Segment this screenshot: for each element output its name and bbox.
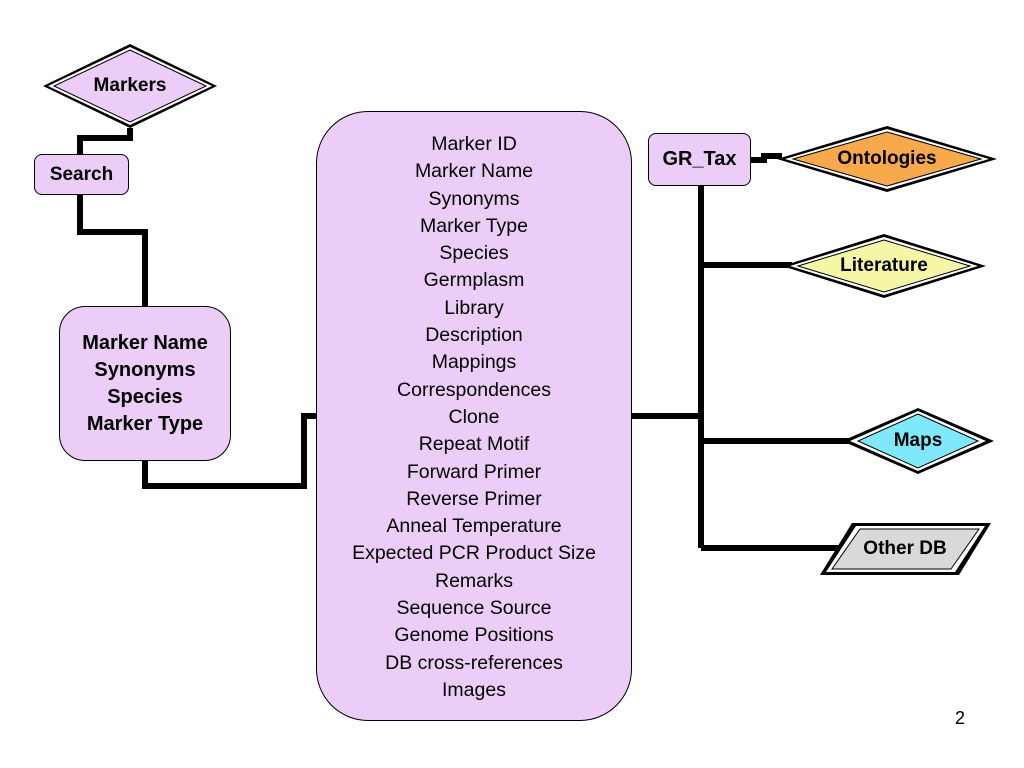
attribute-item: Remarks: [434, 569, 513, 592]
attribute-item: Synonyms: [428, 187, 520, 210]
search-field-item: Synonyms: [94, 358, 196, 381]
literature-shape: [782, 234, 986, 298]
attribute-item: DB cross-references: [385, 651, 563, 674]
ontologies-label: Ontologies: [837, 148, 937, 169]
attribute-item: Marker ID: [431, 133, 517, 155]
attribute-item: Description: [425, 324, 523, 347]
attribute-item: Germplasm: [423, 269, 525, 292]
search-box: Search: [34, 154, 129, 195]
connector-search-fields: [77, 195, 148, 306]
maps-shape: [842, 408, 994, 474]
maps-label: Maps: [893, 430, 943, 451]
attribute-item: Anneal Temperature: [386, 515, 562, 538]
gr-tax-label: GR_Tax: [662, 148, 737, 170]
attribute-item: Expected PCR Product Size: [352, 542, 596, 565]
attribute-item: Forward Primer: [406, 460, 542, 483]
literature-label: Literature: [840, 255, 928, 276]
attribute-item: Clone: [448, 405, 500, 428]
attribute-item: Mappings: [431, 351, 517, 374]
gr-tax-box: GR_Tax: [648, 133, 751, 186]
connector-ontologies: [751, 153, 782, 163]
attribute-item: Images: [442, 678, 506, 701]
attribute-item: Genome Positions: [394, 624, 554, 647]
attribute-item: Marker Name: [414, 160, 534, 183]
attribute-item: Repeat Motif: [418, 433, 530, 456]
other-db-shape: [820, 523, 991, 575]
marker-attributes-box: Marker ID Marker Name Synonyms Marker Ty…: [316, 111, 632, 721]
other-db-label: Other DB: [863, 538, 947, 559]
search-label: Search: [49, 163, 114, 185]
search-field-item: Marker Name: [82, 331, 208, 354]
attribute-item: Sequence Source: [396, 597, 552, 620]
connector-markers-search: [77, 128, 133, 154]
attribute-item: Species: [439, 242, 509, 265]
markers-shape: [43, 44, 217, 128]
markers-label: Markers: [93, 75, 167, 96]
attribute-item: Reverse Primer: [406, 487, 542, 510]
connector-fields-main: [142, 413, 316, 489]
ontologies-shape: [777, 126, 997, 192]
search-field-item: Marker Type: [86, 412, 204, 435]
attribute-item: Correspondences: [397, 378, 551, 401]
search-fields-box: Marker Name Synonyms Species Marker Type: [59, 306, 231, 461]
search-field-item: Species: [107, 385, 183, 408]
page-number: 2: [954, 708, 965, 728]
attribute-item: Library: [444, 296, 504, 319]
attribute-item: Marker Type: [419, 214, 528, 237]
